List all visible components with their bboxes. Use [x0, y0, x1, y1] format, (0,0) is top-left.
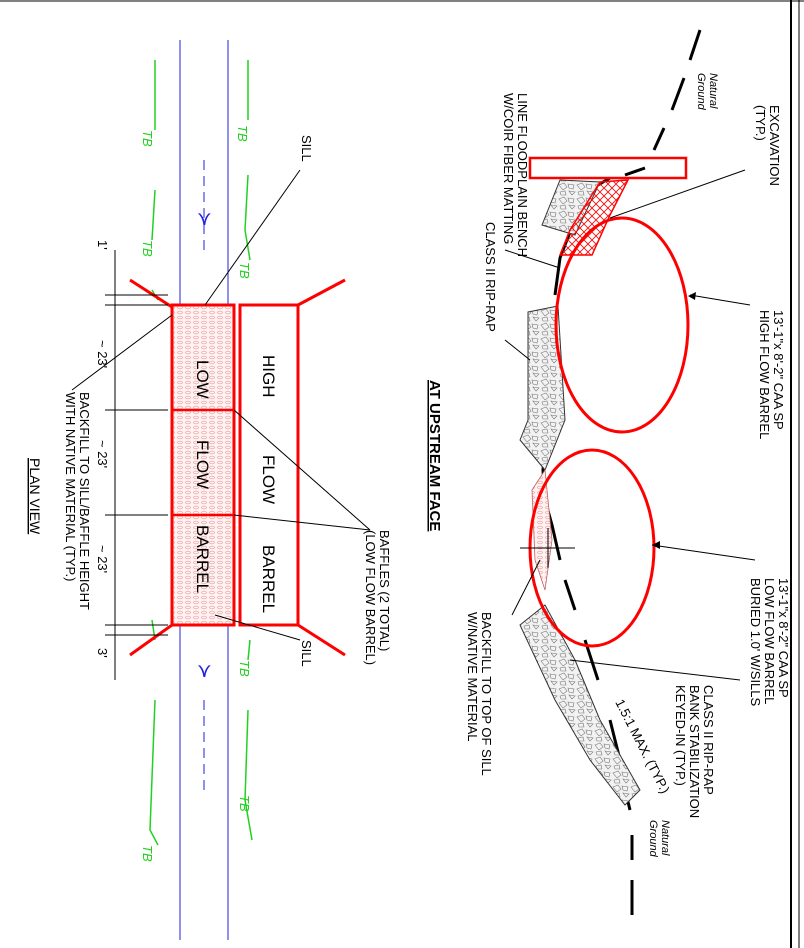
baffles-label-2: (LOW FLOW BARREL) [363, 530, 378, 665]
section-title: AT UPSTREAM FACE [426, 380, 443, 531]
excavation-hatch [558, 179, 630, 256]
leader-high-barrel [689, 294, 751, 306]
label-low-barrel-3: BURIED 1.0' W/SILLS [748, 578, 763, 707]
low-barrel-word-1: LOW [193, 360, 212, 399]
tb-label-6: TB [237, 795, 252, 812]
top-of-bank-left [149, 60, 159, 846]
plan-view: ⋎ ⋎ TB TB TB TB TB TB TB HIGH FLOW BARRE… [27, 40, 392, 940]
leader-sill-bottom [214, 614, 301, 641]
flow-arrow-top: ⋎ [197, 206, 212, 230]
wingwall-4 [297, 623, 346, 657]
label-low-barrel-2: LOW FLOW BARREL [762, 578, 777, 704]
label-natural-ground-top-2: Ground [695, 73, 707, 111]
label-bank-riprap-3: KEYED-IN (TYP.) [673, 685, 688, 786]
label-low-barrel-1: 13'-1"x 8'-2" CAA SP [776, 578, 791, 698]
tb-label-5: TB [237, 660, 252, 677]
wingwall-1 [129, 278, 173, 309]
excavation-limit-bar [528, 156, 688, 180]
leader-sill-top [204, 169, 301, 306]
high-barrel-word-2: FLOW [259, 455, 278, 504]
label-backfill-top-2: W/NATIVE MATERIAL [465, 612, 480, 742]
tb-label-3: TB [140, 240, 155, 257]
label-bench-2: W/COIR FIBER MATTING [501, 93, 516, 244]
label-bank-riprap-2: BANK STABILIZATION [687, 685, 702, 818]
low-barrel-word-2: FLOW [193, 440, 212, 489]
leader-riprap-left [504, 339, 531, 361]
plan-title: PLAN VIEW [27, 458, 43, 535]
tb-label-2: TB [235, 125, 250, 142]
leader-arrow-2 [652, 541, 660, 549]
label-backfill-top-1: BACKFILL TO TOP OF SILL [479, 612, 494, 776]
top-of-bank-right [244, 60, 253, 841]
leader-bench [504, 249, 561, 269]
low-flow-barrel-plan [170, 303, 236, 627]
wingwall-3 [129, 623, 173, 657]
label-bank-riprap-1: CLASS II RIP-RAP [701, 685, 716, 795]
label-natural-ground-bottom-1: Natural [659, 820, 671, 856]
high-flow-barrel-plan [238, 303, 300, 627]
label-excavation-2: (TYP.) [753, 105, 768, 141]
baffles-label-1: BAFFLES (2 TOTAL) [377, 530, 392, 651]
leader-bank-riprap [569, 659, 741, 681]
leader-excavation [609, 169, 746, 219]
tb-label-7: TB [140, 845, 155, 862]
leader-baffle-1 [233, 409, 371, 531]
dim-4: ~ 23' [95, 545, 110, 573]
leader-backfill-top [511, 559, 541, 616]
low-barrel-word-3: BARREL [193, 525, 212, 593]
sill-label-bottom: SILL [299, 640, 314, 667]
flow-arrow-bottom: ⋎ [197, 658, 212, 682]
upstream-section: AT UPSTREAM FACE EXCAVATION (TYP.) Natur… [426, 29, 791, 915]
riprap-left-slope [519, 305, 566, 471]
riprap-right-slope [519, 604, 641, 806]
dim-2: ~ 23' [95, 340, 110, 368]
leader-backfill [71, 314, 173, 391]
label-high-barrel-2: HIGH FLOW BARREL [757, 310, 772, 439]
label-natural-ground-top-1: Natural [707, 73, 719, 109]
sill-label-top: SILL [299, 135, 314, 162]
backfill-label-2: WITH NATIVE MATERIAL (TYP.) [63, 392, 78, 581]
label-riprap-left: CLASS II RIP-RAP [483, 222, 498, 332]
high-barrel-word-3: BARREL [259, 545, 278, 613]
leader-arrow-1 [688, 292, 696, 300]
label-high-barrel-1: 13'-1"x 8'-2" CAA SP [771, 310, 786, 430]
label-bench-1: LINE FLOODPLAIN BENCH [515, 93, 530, 257]
leader-low-barrel [651, 544, 756, 561]
tb-label-1: TB [140, 130, 155, 147]
label-excavation-1: EXCAVATION [767, 105, 782, 186]
tb-label-4: TB [237, 262, 252, 279]
dim-1: 1' [95, 240, 110, 250]
wingwall-2 [297, 278, 346, 307]
high-flow-barrel-section [554, 216, 690, 434]
label-natural-ground-bottom-2: Ground [647, 820, 659, 858]
high-barrel-word-1: HIGH [259, 355, 278, 398]
leader-baffle-2 [233, 514, 371, 531]
dim-5: 3' [95, 648, 110, 658]
backfill-label-1: BACKFILL TO SILL/BAFFLE HEIGHT [77, 392, 92, 610]
dim-3: ~ 23' [95, 440, 110, 468]
